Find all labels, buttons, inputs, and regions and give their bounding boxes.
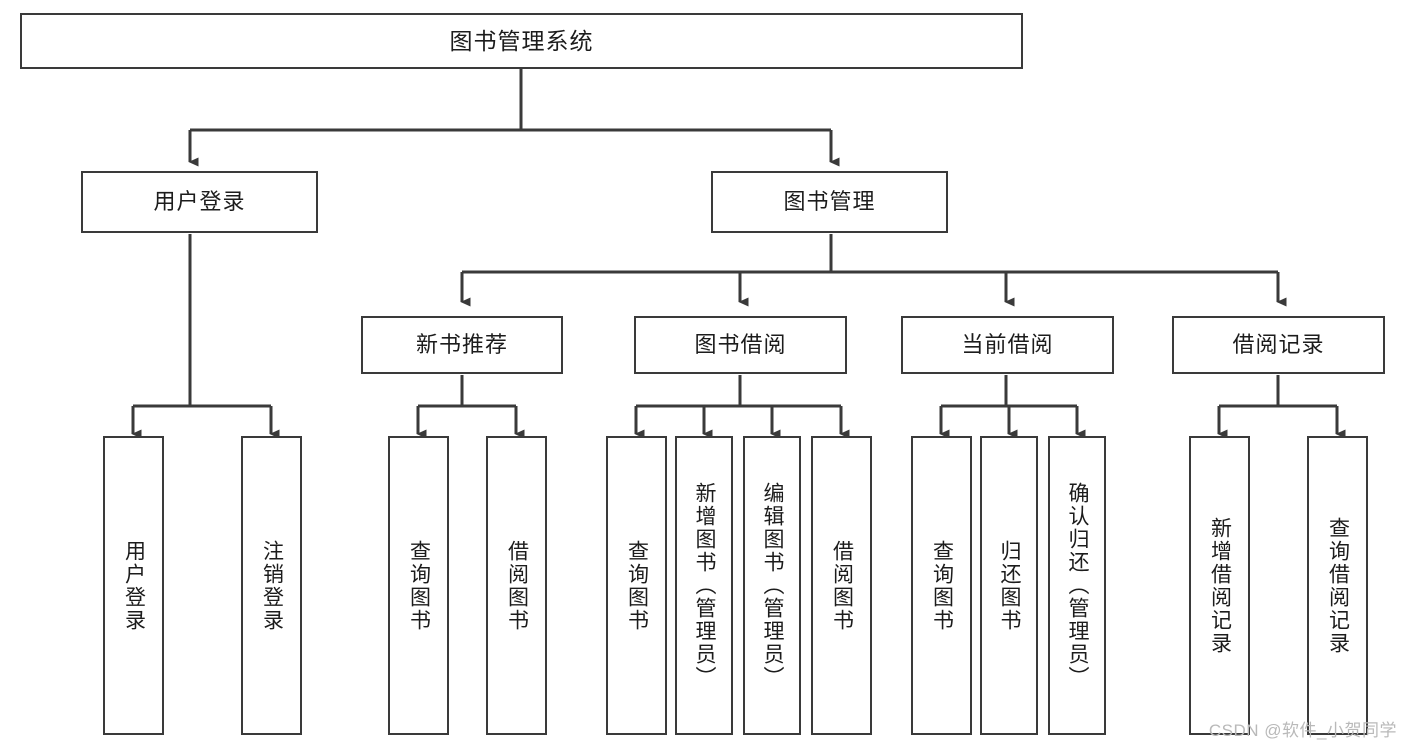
node-label: 新书推荐 <box>415 332 508 358</box>
node-label: 归还图书 <box>998 539 1022 632</box>
leaf-return-book[interactable]: 归还图书 <box>980 436 1038 735</box>
node-book-management[interactable]: 图书管理 <box>711 171 948 233</box>
leaf-query-book-recommend[interactable]: 查询图书 <box>388 436 449 735</box>
node-borrow-record[interactable]: 借阅记录 <box>1172 316 1385 374</box>
node-user-login[interactable]: 用户登录 <box>81 171 318 233</box>
node-label: 查询图书 <box>625 539 649 632</box>
node-label: 查询借阅记录 <box>1326 516 1350 655</box>
leaf-borrow-book[interactable]: 借阅图书 <box>811 436 872 735</box>
node-book-borrow[interactable]: 图书借阅 <box>634 316 847 374</box>
leaf-user-login[interactable]: 用户登录 <box>103 436 164 735</box>
leaf-borrow-book-recommend[interactable]: 借阅图书 <box>486 436 547 735</box>
node-root-system[interactable]: 图书管理系统 <box>20 13 1023 69</box>
node-label: 注销登录 <box>260 539 284 632</box>
csdn-watermark: CSDN @软件_小贺同学 <box>1208 721 1397 740</box>
node-label: 确认归还（管理员） <box>1066 482 1090 689</box>
node-label: 图书管理系统 <box>449 27 594 54</box>
leaf-edit-book[interactable]: 编辑图书（管理员） <box>743 436 801 735</box>
leaf-logout-login[interactable]: 注销登录 <box>241 436 302 735</box>
node-label: 用户登录 <box>153 189 246 215</box>
leaf-query-book-borrow[interactable]: 查询图书 <box>606 436 667 735</box>
leaf-query-borrow-record[interactable]: 查询借阅记录 <box>1307 436 1368 735</box>
node-label: 查询图书 <box>407 539 431 632</box>
node-label: 图书借阅 <box>694 332 787 358</box>
node-label: 借阅图书 <box>505 539 529 632</box>
node-label: 查询图书 <box>930 539 954 632</box>
leaf-query-book-current[interactable]: 查询图书 <box>911 436 972 735</box>
node-label: 编辑图书（管理员） <box>761 482 785 689</box>
leaf-confirm-return[interactable]: 确认归还（管理员） <box>1048 436 1106 735</box>
leaf-add-book[interactable]: 新增图书（管理员） <box>675 436 733 735</box>
node-label: 借阅图书 <box>830 539 854 632</box>
node-label: 新增图书（管理员） <box>693 482 717 689</box>
node-label: 用户登录 <box>122 539 146 632</box>
node-current-borrow[interactable]: 当前借阅 <box>901 316 1114 374</box>
node-label: 新增借阅记录 <box>1208 516 1232 655</box>
node-new-book-recommend[interactable]: 新书推荐 <box>361 316 563 374</box>
node-label: 借阅记录 <box>1232 332 1325 358</box>
node-label: 图书管理 <box>783 189 876 215</box>
node-label: 当前借阅 <box>961 332 1054 358</box>
leaf-add-borrow-record[interactable]: 新增借阅记录 <box>1189 436 1250 735</box>
